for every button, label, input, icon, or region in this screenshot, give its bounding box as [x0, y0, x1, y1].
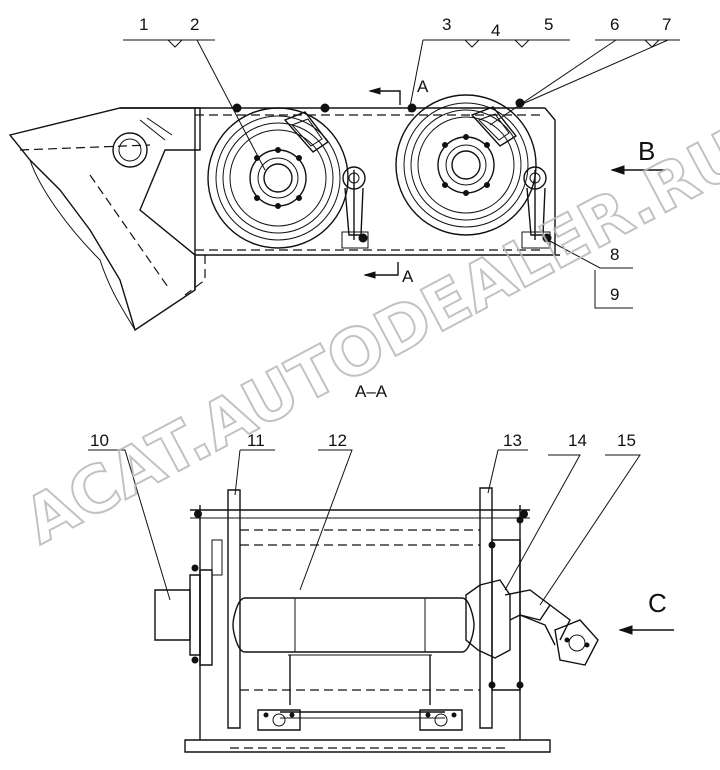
section-title: A–A	[355, 382, 388, 401]
view-b-label: B	[638, 136, 655, 166]
lower-view	[154, 487, 599, 753]
drum-shaft	[232, 597, 475, 653]
left-cable-reel	[207, 107, 349, 249]
callout-15: 15	[617, 431, 636, 450]
top-leaders	[123, 39, 680, 309]
left-tensioner	[341, 166, 369, 249]
boom-arm	[8, 107, 201, 332]
section-markers	[363, 87, 674, 635]
callout-8: 8	[610, 245, 619, 264]
section-a-upper: A	[417, 77, 429, 96]
callout-4: 4	[491, 21, 500, 40]
base-plate	[184, 739, 551, 753]
callout-2: 2	[190, 15, 199, 34]
callout-10: 10	[90, 431, 109, 450]
callout-11: 11	[247, 431, 265, 450]
callout-13: 13	[503, 431, 522, 450]
boom-pivot	[112, 132, 148, 168]
callout-9: 9	[610, 285, 619, 304]
upper-view	[8, 94, 560, 332]
callout-6: 6	[610, 15, 619, 34]
right-tensioner	[521, 166, 551, 249]
callout-5: 5	[544, 15, 553, 34]
mount-clamps	[257, 709, 463, 731]
callouts-top: 1 2 3 4 5 6 7 8 9	[139, 15, 671, 304]
callout-12: 12	[328, 431, 347, 450]
side-plate-left	[227, 489, 241, 729]
bottom-leaders	[88, 449, 641, 606]
callout-14: 14	[568, 431, 587, 450]
section-a-lower: A	[402, 267, 414, 286]
motor-left	[154, 539, 223, 666]
right-cable-reel	[395, 94, 537, 236]
hydraulic-motor	[554, 619, 599, 666]
callouts-bottom: 10 11 12 13 14 15	[90, 431, 636, 450]
watermark-text: ACAT.AUTODEALER.RU	[13, 116, 720, 559]
view-c-label: C	[648, 588, 667, 618]
callout-3: 3	[442, 15, 451, 34]
side-plate-right	[479, 487, 493, 729]
gearbox-right	[465, 516, 599, 691]
callout-1: 1	[139, 15, 148, 34]
callout-7: 7	[662, 15, 671, 34]
